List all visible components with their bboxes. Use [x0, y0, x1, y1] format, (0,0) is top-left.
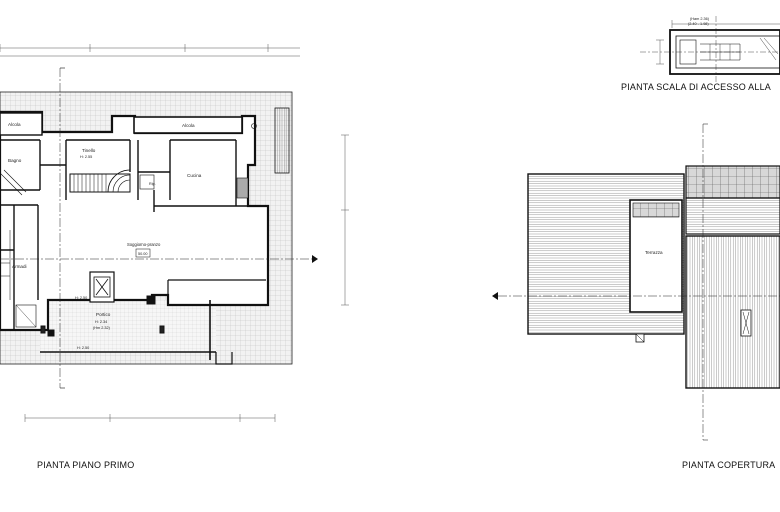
first-floor-plan [0, 44, 349, 422]
room-label-tinello: Tinello [82, 148, 96, 153]
room-label-alcova-left: Alcola [8, 122, 21, 127]
room-label-soggiorno: Soggiorno-pranzo [127, 242, 161, 247]
room-label-terrazza: Terrazza [645, 250, 663, 255]
room-label-portico-hm: (Hm 2.32) [93, 326, 111, 330]
stair-height-label: (Ham 2.36) [690, 17, 710, 21]
room-label-h-fireplace: H: 2.50 [75, 296, 87, 300]
room-label-ripostiglio: Rip. [149, 182, 156, 186]
stair-access-plan [640, 16, 780, 84]
roof-labels: Terrazza [645, 250, 663, 255]
portico-paving [40, 300, 216, 352]
dimension-lines [0, 44, 349, 422]
room-label-tinello-h: H: 2.55 [80, 155, 92, 159]
room-label-h-portico: H: 2.50 [77, 346, 89, 350]
building-outline [0, 110, 270, 332]
roof-plan [492, 123, 780, 441]
room-label-bagno: Bagno [8, 158, 22, 163]
title-roof: PIANTA COPERTURA [682, 460, 776, 470]
room-label-portico: Portico [96, 312, 111, 317]
room-label-armadi: Armadi [12, 264, 27, 269]
room-label-alcova-right: Alcola [182, 123, 195, 128]
stair-access-labels: (Ham 2.36) (2.40 - 1.98) [688, 17, 710, 26]
room-label-portico-h: H: 2.34 [95, 320, 107, 324]
title-stair-access: PIANTA SCALA DI ACCESSO ALLA [621, 82, 771, 92]
title-first-floor: PIANTA PIANO PRIMO [37, 460, 135, 470]
room-label-cucina: Cucina [187, 173, 202, 178]
room-label-soggiorno-area: 50.00 [138, 252, 148, 256]
stair-height-range: (2.40 - 1.98) [688, 22, 709, 26]
first-floor-labels: Alcola Alcola Bagno Tinello H: 2.55 Cuci… [8, 122, 202, 350]
